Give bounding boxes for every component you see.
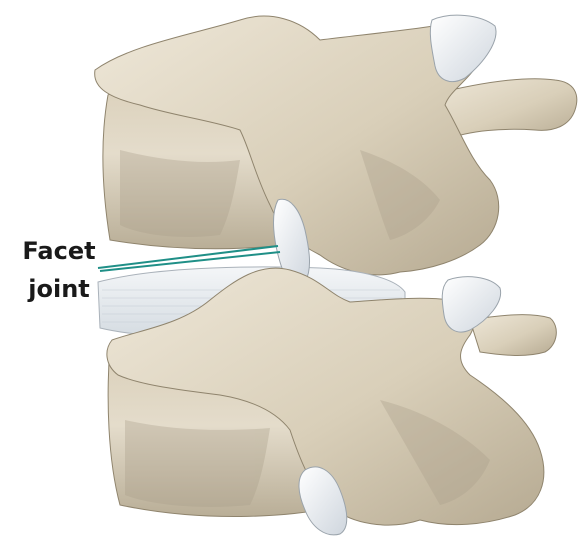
facet-joint-label: Facet joint [4,232,114,308]
upper-superior-cartilage [430,15,496,81]
pointer-line-upper [98,246,278,268]
label-line-1: Facet [4,232,114,270]
label-line-2: joint [4,270,114,308]
